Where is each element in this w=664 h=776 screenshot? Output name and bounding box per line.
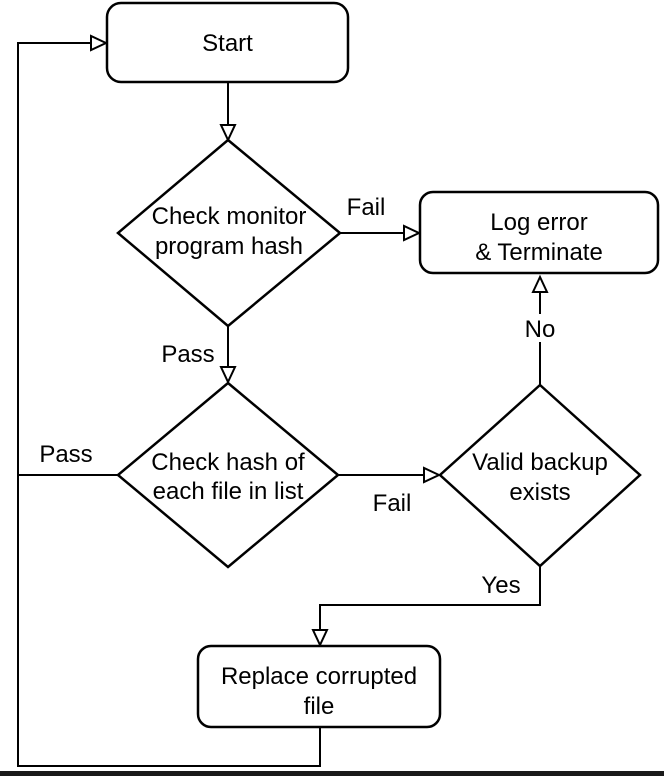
edge-label-no-mask — [520, 314, 560, 342]
arrowhead-into-start — [90, 34, 109, 52]
replace-file-label-line2: file — [304, 693, 335, 720]
edge-valid-backup-yes-to-replace-file — [319, 566, 541, 630]
edge-label-fail-check-files: Fail — [373, 490, 412, 517]
edge-replace-file-loop-to-start — [17, 42, 321, 767]
arrowhead-into-check-files — [219, 366, 237, 385]
node-log-error — [418, 190, 660, 275]
node-check-monitor — [116, 138, 342, 328]
log-error-label-line1: Log error — [490, 209, 587, 236]
arrowhead-into-replace-file — [311, 629, 329, 648]
edge-label-fail-check-monitor: Fail — [347, 194, 386, 221]
edge-label-pass-check-monitor: Pass — [161, 341, 214, 368]
arrowhead-into-log-error-bottom — [531, 274, 549, 293]
log-error-label-line2: & Terminate — [475, 239, 603, 266]
replace-file-label-line1: Replace corrupted — [221, 663, 417, 690]
node-replace-file — [196, 644, 442, 729]
arrowhead-into-valid-backup — [423, 466, 442, 484]
edge-label-pass-check-files: Pass — [39, 441, 92, 468]
arrowhead-into-log-error-left — [403, 224, 422, 242]
check-monitor-label-line2: program hash — [155, 233, 303, 260]
arrowhead-into-check-monitor — [219, 124, 237, 143]
check-files-label-line2: each file in list — [153, 478, 304, 505]
node-start — [105, 1, 350, 84]
check-monitor-label-line1: Check monitor — [152, 203, 307, 230]
valid-backup-label-line1: Valid backup — [472, 449, 608, 476]
edge-label-no-valid-backup: No — [525, 316, 556, 343]
start-label: Start — [202, 30, 253, 57]
valid-backup-label-line2: exists — [509, 479, 570, 506]
bottom-border-bar — [0, 771, 664, 776]
node-check-files — [116, 381, 340, 569]
edge-label-yes-valid-backup: Yes — [481, 572, 520, 599]
check-files-label-line1: Check hash of — [151, 449, 305, 476]
node-valid-backup — [438, 383, 642, 568]
